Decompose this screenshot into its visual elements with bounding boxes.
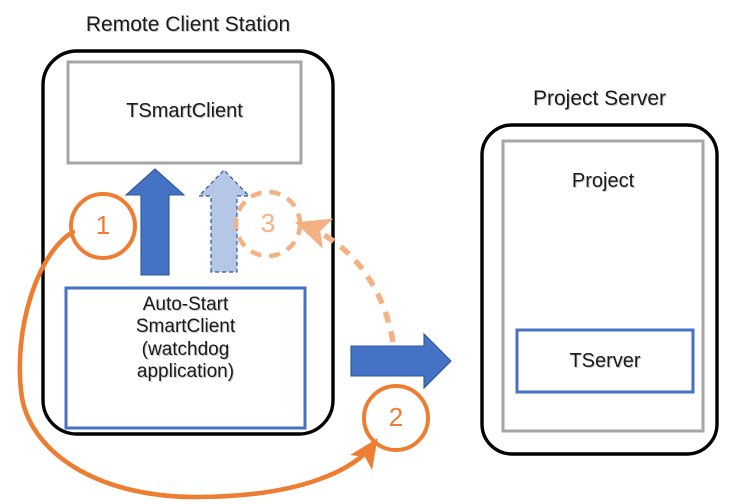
step-2-circle [362, 384, 430, 452]
step-1-number: 1 [95, 210, 111, 240]
orange-loop-arc [17, 229, 378, 500]
solid-blue-up-arrow [124, 168, 186, 276]
project-label: Project [571, 170, 635, 192]
blue-right-arrow [350, 332, 452, 390]
step-3-circle [233, 189, 303, 259]
tserver-label: TServer [569, 350, 641, 372]
step-2-number: 2 [388, 402, 404, 432]
project-server-title: Project Server [532, 87, 667, 110]
tsmartclient-label: TSmartClient [126, 100, 243, 122]
tsmartclient-box [66, 60, 303, 165]
tserver-box [515, 328, 695, 394]
client-station-title: Remote Client Station [85, 13, 291, 36]
step-1-circle [69, 192, 137, 260]
auto-start-smartclient-box [64, 286, 307, 430]
auto-start-smartclient-label: Auto-Start SmartClient (watchdog applica… [135, 294, 236, 383]
light-blue-dashed-up-arrow [197, 169, 251, 273]
step-3-number: 3 [260, 208, 276, 238]
